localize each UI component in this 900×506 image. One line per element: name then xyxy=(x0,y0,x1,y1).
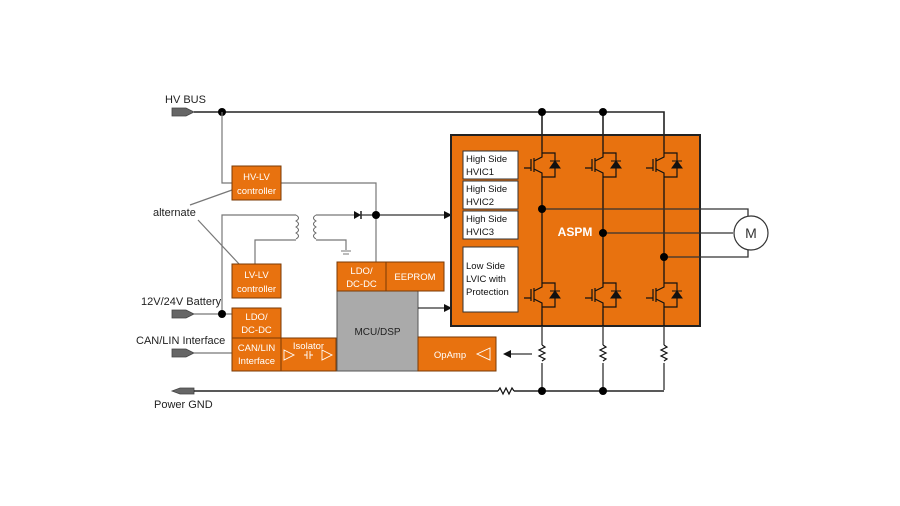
ground-icon xyxy=(341,250,351,255)
secondary-ground-wire xyxy=(316,239,347,250)
junction-dot xyxy=(599,108,607,116)
svg-text:High Side: High Side xyxy=(466,154,507,165)
diode-icon xyxy=(671,290,683,299)
alternate-pointer xyxy=(197,219,241,266)
diode-icon xyxy=(610,160,622,169)
transformer-icon xyxy=(295,214,317,240)
junction-dot xyxy=(599,229,607,237)
high-side-hvic3: High Side HVIC3 xyxy=(462,210,519,240)
svg-text:DC-DC: DC-DC xyxy=(241,325,272,336)
svg-text:DC-DC: DC-DC xyxy=(346,279,377,290)
arrow-icon xyxy=(444,304,452,312)
power-gnd-label: Power GND xyxy=(154,399,213,411)
opamp-block: OpAmp xyxy=(417,336,497,372)
svg-text:HVIC3: HVIC3 xyxy=(466,227,494,238)
svg-text:EEPROM: EEPROM xyxy=(394,272,435,283)
igbt-icon xyxy=(646,281,678,309)
isolator-block: Isolator xyxy=(280,337,337,372)
high-side-hvic1: High Side HVIC1 xyxy=(462,150,519,180)
svg-text:LDO/: LDO/ xyxy=(245,312,268,323)
igbt-icon xyxy=(524,281,556,309)
primary-wire xyxy=(221,214,296,230)
svg-text:High Side: High Side xyxy=(466,184,507,195)
svg-text:LDO/: LDO/ xyxy=(350,266,373,277)
shunt-wires xyxy=(541,326,665,390)
junction-dot xyxy=(599,387,607,395)
igbt-icon xyxy=(524,151,556,179)
svg-text:Isolator: Isolator xyxy=(293,341,324,352)
svg-text:CAN/LIN: CAN/LIN xyxy=(238,343,276,354)
arrow-icon xyxy=(503,350,511,358)
alternate-label: alternate xyxy=(153,207,196,219)
svg-text:MCU/DSP: MCU/DSP xyxy=(354,327,400,338)
hv-lv-controller-block: HV-LV controller xyxy=(231,165,282,201)
junction-dot xyxy=(538,205,546,213)
eeprom-block: EEPROM xyxy=(385,261,445,292)
svg-text:High Side: High Side xyxy=(466,214,507,225)
svg-text:M: M xyxy=(745,225,757,241)
svg-text:HVIC1: HVIC1 xyxy=(466,167,494,178)
igbt-icon xyxy=(585,281,617,309)
motor: M xyxy=(733,215,769,251)
hvlv-out-wire xyxy=(281,182,377,262)
svg-text:ASPM: ASPM xyxy=(558,225,593,239)
svg-text:OpAmp: OpAmp xyxy=(434,350,466,361)
hv-bus-drops xyxy=(541,112,604,136)
ldo-dc-dc-block-left: LDO/ DC-DC xyxy=(231,307,282,339)
hv-bus-connector xyxy=(171,107,195,117)
primary-return-wire xyxy=(254,239,296,265)
diode-icon xyxy=(549,160,561,169)
battery-connector xyxy=(171,309,195,319)
hv-bus-label: HV BUS xyxy=(165,94,206,106)
resistor-icon xyxy=(497,386,515,396)
diode-icon xyxy=(354,211,362,219)
diode-icon xyxy=(671,160,683,169)
svg-text:LV-LV: LV-LV xyxy=(244,270,269,281)
high-side-hvic2: High Side HVIC2 xyxy=(462,180,519,210)
alternate-pointer xyxy=(189,189,233,206)
igbt-icon xyxy=(646,151,678,179)
junction-dot xyxy=(660,253,668,261)
svg-text:Protection: Protection xyxy=(466,287,509,298)
svg-text:controller: controller xyxy=(237,284,276,295)
resistor-icon xyxy=(537,344,669,362)
junction-dot xyxy=(372,211,380,219)
junction-dot xyxy=(538,108,546,116)
svg-text:HV-LV: HV-LV xyxy=(243,172,270,183)
mcu-dsp-block: MCU/DSP xyxy=(336,289,419,372)
junction-dot xyxy=(538,387,546,395)
lv-lv-controller-block: LV-LV controller xyxy=(231,263,282,299)
can-lin-connector xyxy=(171,348,195,358)
arrow-icon xyxy=(444,211,452,219)
svg-text:Low Side: Low Side xyxy=(466,261,505,272)
svg-text:Interface: Interface xyxy=(238,356,275,367)
hv-to-hvlv-wire xyxy=(221,112,232,184)
ldo-dc-dc-block-mcu: LDO/ DC-DC xyxy=(336,261,387,292)
battery-label: 12V/24V Battery xyxy=(141,296,222,308)
power-gnd-connector xyxy=(170,387,195,395)
hv-bus-wire xyxy=(194,111,665,136)
svg-text:HVIC2: HVIC2 xyxy=(466,197,494,208)
junction-dot xyxy=(218,310,226,318)
svg-text:LVIC with: LVIC with xyxy=(466,274,506,285)
can-lin-label: CAN/LIN Interface xyxy=(136,335,225,347)
can-lin-interface-block: CAN/LIN Interface xyxy=(231,337,282,372)
diode-icon xyxy=(549,290,561,299)
svg-text:controller: controller xyxy=(237,186,276,197)
diode-icon xyxy=(610,290,622,299)
low-side-lvic: Low Side LVIC with Protection xyxy=(462,246,519,313)
igbt-icon xyxy=(585,151,617,179)
